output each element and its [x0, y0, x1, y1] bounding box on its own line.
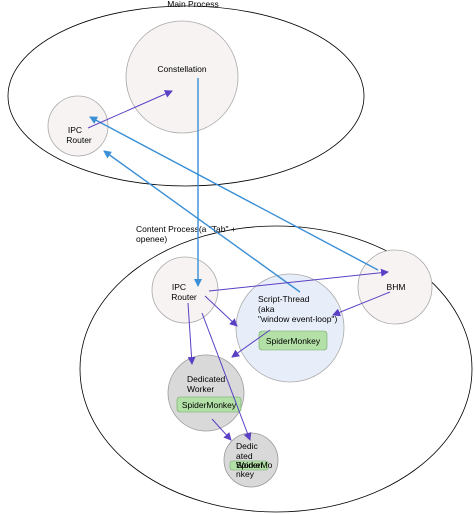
content-process-label-line1: Content Process(a "Tab" +	[136, 224, 236, 234]
spidermonkey-worker-label: SpiderMonkey	[182, 400, 237, 410]
arrow-ipc-router-content-to-nested-worker	[201, 312, 252, 441]
spidermonkey-nested-box	[229, 460, 269, 471]
ipc-router-content-label-line2: Router	[171, 292, 197, 302]
dedicated-worker-label-line1: Dedicated	[187, 374, 226, 384]
arrow-bhm-to-ipc-router-main	[89, 116, 379, 271]
content-process-label-line2: openee)	[136, 234, 167, 244]
nested-worker-label-line3: Worker	[236, 460, 263, 470]
script-thread-label-line2: (aka	[258, 304, 275, 314]
spidermonkey-script-box	[258, 330, 328, 351]
dedicated-worker-label-line2: Worker	[187, 384, 214, 394]
main-process-title: Main Process	[167, 0, 219, 9]
nested-worker-label-line1: Dedic	[236, 441, 258, 451]
arrow-ipc-router-content-to-bhm	[208, 268, 389, 292]
main-process-boundary	[7, 5, 365, 187]
ipc-router-content-label-line1: IPC	[172, 282, 186, 292]
ipc-router-main-label-line1: IPC	[68, 125, 82, 135]
arrow-dedicated-worker-to-nested-worker	[211, 418, 232, 441]
arrow-bhm-to-script-thread	[332, 291, 391, 317]
script-thread-label-line1: Script-Thread	[258, 294, 310, 304]
ipc-router-main-label-line2: Router	[66, 135, 92, 145]
constellation-label: Constellation	[157, 64, 206, 74]
arrow-ipc-router-main-to-constellation	[87, 90, 173, 129]
nested-worker-label-line2: ated	[236, 451, 253, 461]
spidermonkey-script-label: SpiderMonkey	[266, 336, 321, 346]
arrow-ipc-router-content-to-dedicated-worker	[187, 302, 196, 365]
nested-worker-label-line4: SpiderMo	[236, 460, 273, 470]
spidermonkey-worker-box	[176, 396, 242, 413]
script-thread-node[interactable]	[235, 273, 345, 383]
script-thread-label-line3: "window event-loop")	[258, 314, 337, 324]
arrow-script-thread-to-ipc-router-main	[103, 150, 301, 293]
constellation-node[interactable]	[125, 20, 239, 134]
bhm-label: BHM	[387, 282, 406, 292]
arrow-spidermonkey-script-to-dedicated-worker	[231, 329, 271, 358]
nested-worker-label-line5: nkey	[236, 469, 255, 479]
arrow-ipc-router-content-to-script-thread	[204, 295, 238, 327]
content-process-boundary	[79, 225, 473, 513]
